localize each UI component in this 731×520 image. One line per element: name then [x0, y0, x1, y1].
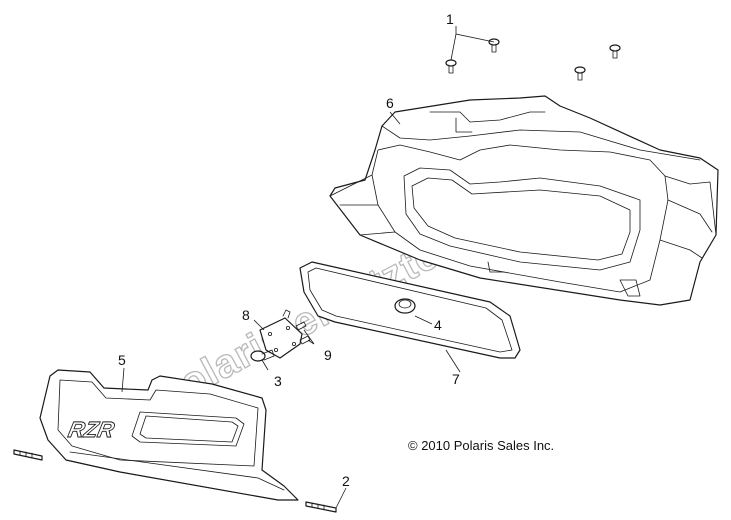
- hinge-pins: [13, 449, 337, 513]
- rubber-bumper: [394, 298, 416, 314]
- latch-screws: [295, 321, 311, 345]
- screw-3: [609, 44, 621, 59]
- callout-2: 2: [342, 473, 350, 489]
- callout-labels: 1 2 3 4 5 6 7 8 9: [118, 11, 460, 489]
- screws-group: [445, 38, 621, 81]
- screw-4: [574, 66, 586, 81]
- callout-7: 7: [452, 371, 460, 387]
- leader-lines: [121, 26, 495, 509]
- callout-4: 4: [434, 317, 442, 333]
- rzr-logo: RZR: [66, 417, 116, 442]
- callout-1: 1: [446, 11, 454, 27]
- callout-9: 9: [324, 347, 332, 363]
- hinge-pin-left: [13, 449, 43, 461]
- callout-5: 5: [118, 352, 126, 368]
- callout-3: 3: [274, 373, 282, 389]
- copyright-notice: © 2010 Polaris Sales Inc.: [408, 438, 554, 453]
- latch-knob: [250, 349, 275, 362]
- callout-8: 8: [242, 307, 250, 323]
- callout-6: 6: [386, 95, 394, 111]
- glove-box-housing: [329, 95, 719, 306]
- glove-box-door: RZR: [39, 369, 299, 501]
- screw-2: [445, 59, 457, 74]
- hinge-pin-right: [305, 501, 337, 513]
- latch-plate: [259, 309, 303, 359]
